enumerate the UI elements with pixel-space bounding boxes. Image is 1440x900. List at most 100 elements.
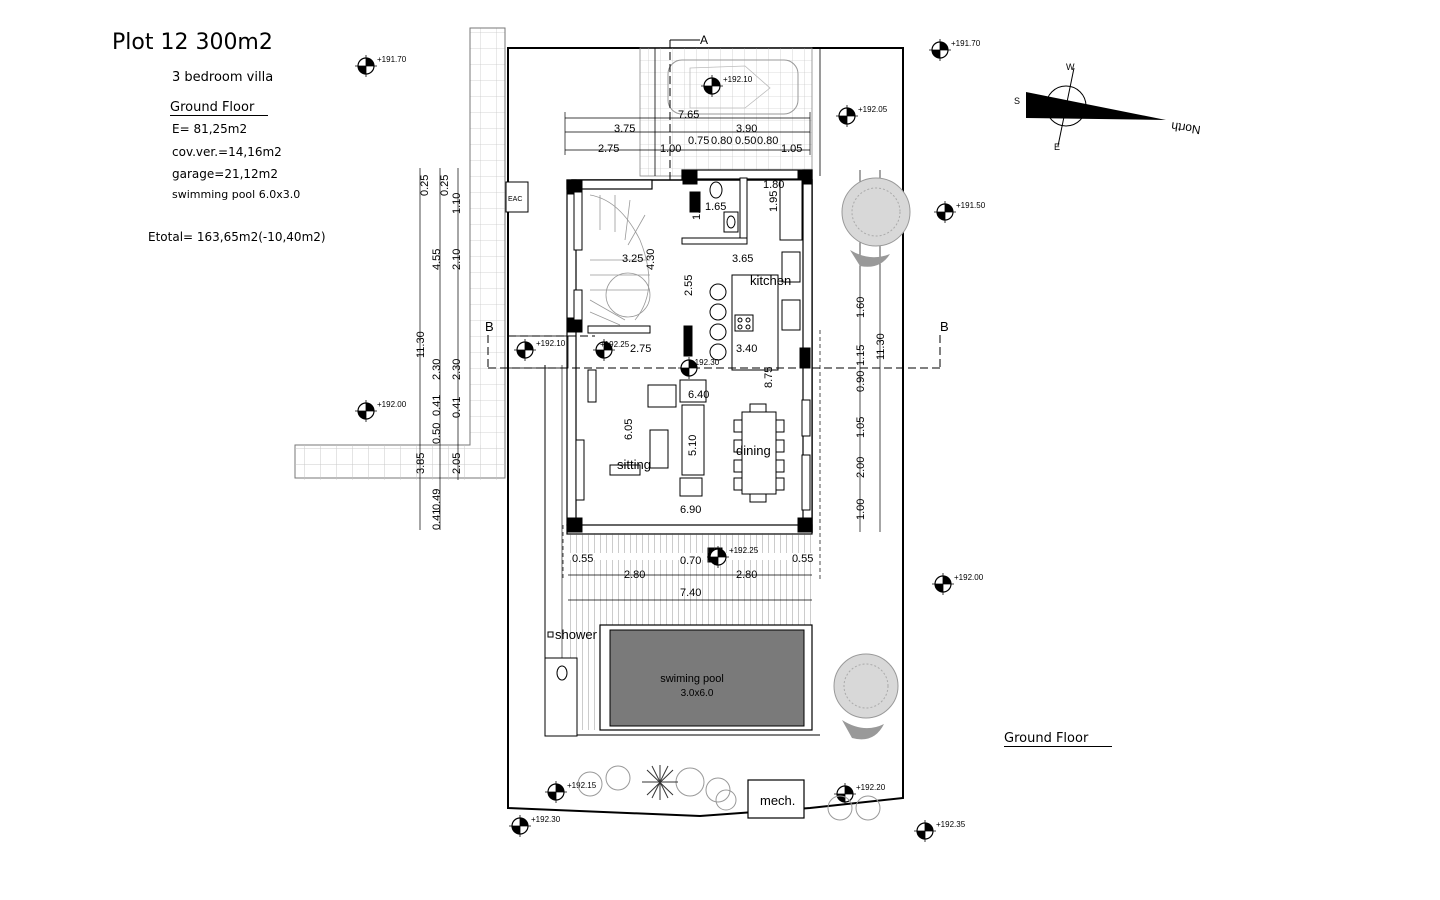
staircase [589,194,651,326]
dim-right-1.60: 1.60 [855,297,867,318]
dim-6.40: 6.40 [688,389,709,401]
dim-0.55a: 0.55 [572,553,593,565]
dim-3.25: 3.25 [622,253,643,265]
dim-1.95a: 1.95 [691,199,703,220]
shower-step [547,631,554,638]
level-192.25-entry: +192.25 [600,340,630,349]
sidewalk-bottom [295,445,505,480]
plan-title: Plot 12 300m2 [112,30,273,55]
dim-left-0.49: 0.49 [431,489,443,510]
dim-left-2.10: 2.10 [451,249,463,270]
compass-north: North [1170,119,1201,137]
swimming-pool: swiming pool 3.0x6.0 [599,624,813,731]
level-191.50: +191.50 [956,201,986,210]
dim-right-2.00: 2.00 [855,457,867,478]
dim-left-3.85: 3.85 [415,453,427,474]
dim-2.75b: 2.75 [630,343,651,355]
dim-left-2.30b: 2.30 [451,359,463,380]
level-192.20: +192.20 [856,783,886,792]
level-192.00-left: +192.00 [377,400,407,409]
dim-3.75: 3.75 [614,123,635,135]
kitchen-fixtures [709,251,801,371]
dim-1.95b: 1.95 [768,191,780,212]
garage [639,47,821,177]
dim-left-2.30a: 2.30 [431,359,443,380]
compass-icon: North W S E [1014,62,1201,152]
dim-6.90: 6.90 [680,504,701,516]
room-dining: dining [736,443,771,458]
area-cov-ver: cov.ver.=14,16m2 [172,145,282,159]
level-192.25-terrace: +192.25 [729,546,759,555]
area-e: E= 81,25m2 [172,122,248,136]
level-191.70-left: +191.70 [377,55,407,64]
compass-w: W [1066,62,1075,72]
eac-box [505,181,529,213]
room-sitting: sitting [617,457,651,472]
shower-tray [544,657,578,737]
bathroom-fixtures [689,181,739,233]
dim-right-0.90: 0.90 [855,371,867,392]
sidewalk-left [294,27,506,479]
dim-right-1.05: 1.05 [855,417,867,438]
dim-3.65: 3.65 [732,253,753,265]
dim-2.80b: 2.80 [736,569,757,581]
tree-icon [841,177,911,267]
palm-icon [642,765,678,800]
area-etotal: Etotal= 163,65m2(-10,40m2) [148,230,326,244]
plot-boundary [507,47,904,818]
dim-left-0.41b: 0.41 [431,509,443,530]
dim-right-11.30: 11.30 [875,333,887,360]
level-192.10-garage: +192.10 [723,75,753,84]
tree-icon [833,653,899,740]
dim-3.40: 3.40 [736,343,757,355]
dim-left-1.10: 1.10 [451,193,463,214]
level-192.30-living: +192.30 [690,358,720,367]
level-192.00-right: +192.00 [954,573,984,582]
dim-left-0.41c: 0.41 [451,397,463,418]
dim-7.65: 7.65 [678,109,699,121]
dim-right-1.00: 1.00 [855,499,867,520]
room-kitchen: kitchen [750,273,791,288]
dim-0.80b: 0.80 [757,135,778,147]
plan-subtitle: 3 bedroom villa [172,70,274,85]
level-192.35: +192.35 [936,820,966,829]
room-mech: mech. [760,793,795,808]
dim-0.70: 0.70 [680,555,701,567]
dim-1.00: 1.00 [660,143,681,155]
dim-1.65: 1.65 [705,201,726,213]
dim-0.75: 0.75 [688,135,709,147]
living-furniture [609,379,785,503]
dim-0.50: 0.50 [735,135,756,147]
room-eac: EAC [508,196,522,203]
dim-left-11.30: 11.30 [415,331,427,358]
dim-left-0.25b: 0.25 [439,175,451,196]
dim-0.55b: 0.55 [792,553,813,565]
dim-left-2.05: 2.05 [451,453,463,474]
section-b-left: B [485,319,494,334]
shower-drain [556,665,568,681]
level-191.70-right: +191.70 [951,39,981,48]
dim-left-0.50: 0.50 [431,423,443,444]
terrace-deck [568,533,816,553]
section-a: A [700,33,708,47]
compass-s: S [1014,96,1020,106]
dim-1.80: 1.80 [763,179,784,191]
shrub-icon [577,765,881,821]
dim-1.05: 1.05 [781,143,802,155]
section-b-right: B [940,319,949,334]
dim-2.80a: 2.80 [624,569,645,581]
dim-3.90: 3.90 [736,123,757,135]
dim-2.75: 2.75 [598,143,619,155]
dim-2.55: 2.55 [683,275,695,296]
dim-4.30: 4.30 [645,249,657,270]
dim-right-1.15: 1.15 [855,345,867,366]
pool-label: swiming pool [660,673,724,685]
pool-size: 3.0x6.0 [681,688,714,699]
dim-left-0.25a: 0.25 [419,175,431,196]
area-garage: garage=21,12m2 [172,167,278,181]
floor-label: Ground Floor [170,100,269,116]
dim-left-4.55: 4.55 [431,249,443,270]
level-192.30-bottom: +192.30 [531,815,561,824]
floor-label-bottom: Ground Floor [1004,731,1113,747]
